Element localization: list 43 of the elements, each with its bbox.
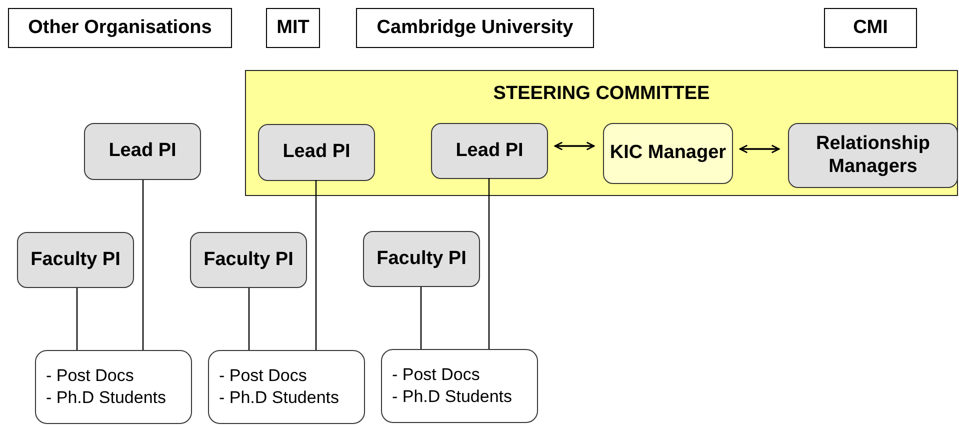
box-label: Faculty PI [30,248,120,272]
organisation-box [356,8,594,48]
box-label: Lead PI [108,140,176,163]
members-box [381,349,538,423]
box-label: STEERING COMMITTEE [493,83,710,105]
double-arrow [739,144,780,154]
box-label: - Ph.D Students [392,386,512,408]
box-label: Lead PI [282,141,350,164]
box-label: MIT [276,17,310,39]
role-box [431,123,548,179]
role-box [17,232,134,288]
box-label: - Ph.D Students [219,387,340,409]
box-label: - Post Docs [46,364,134,387]
connector-line [488,178,490,349]
box-label: - Post Docs [392,364,480,386]
double-arrow [554,142,595,150]
box-label: Lead PI [456,140,524,162]
box-label: Cambridge University [376,17,574,39]
organisation-box [824,8,917,48]
box-label: - Ph.D Students [46,387,166,409]
members-box [208,350,365,424]
members-box [35,350,192,424]
box-label: CMI [853,17,888,39]
connector-line [420,287,422,349]
role-box [788,123,958,188]
role-box [258,124,375,181]
box-label: Relationship Managers [814,132,931,178]
connector-line [76,288,78,350]
role-box [84,123,201,180]
role-box [363,231,480,287]
box-label: Other Organisations [28,17,212,39]
box-label: - Post Docs [219,364,307,387]
connector-line [248,288,250,350]
box-label: Faculty PI [204,248,294,272]
box-label: KIC Manager [610,142,726,165]
connector-line [142,180,144,350]
organisation-box [8,8,232,48]
role-box [190,232,307,288]
organisation-box [266,8,320,48]
role-box [603,123,733,184]
committee-panel [245,70,958,196]
connector-line [315,180,317,350]
box-label: Faculty PI [376,248,466,270]
